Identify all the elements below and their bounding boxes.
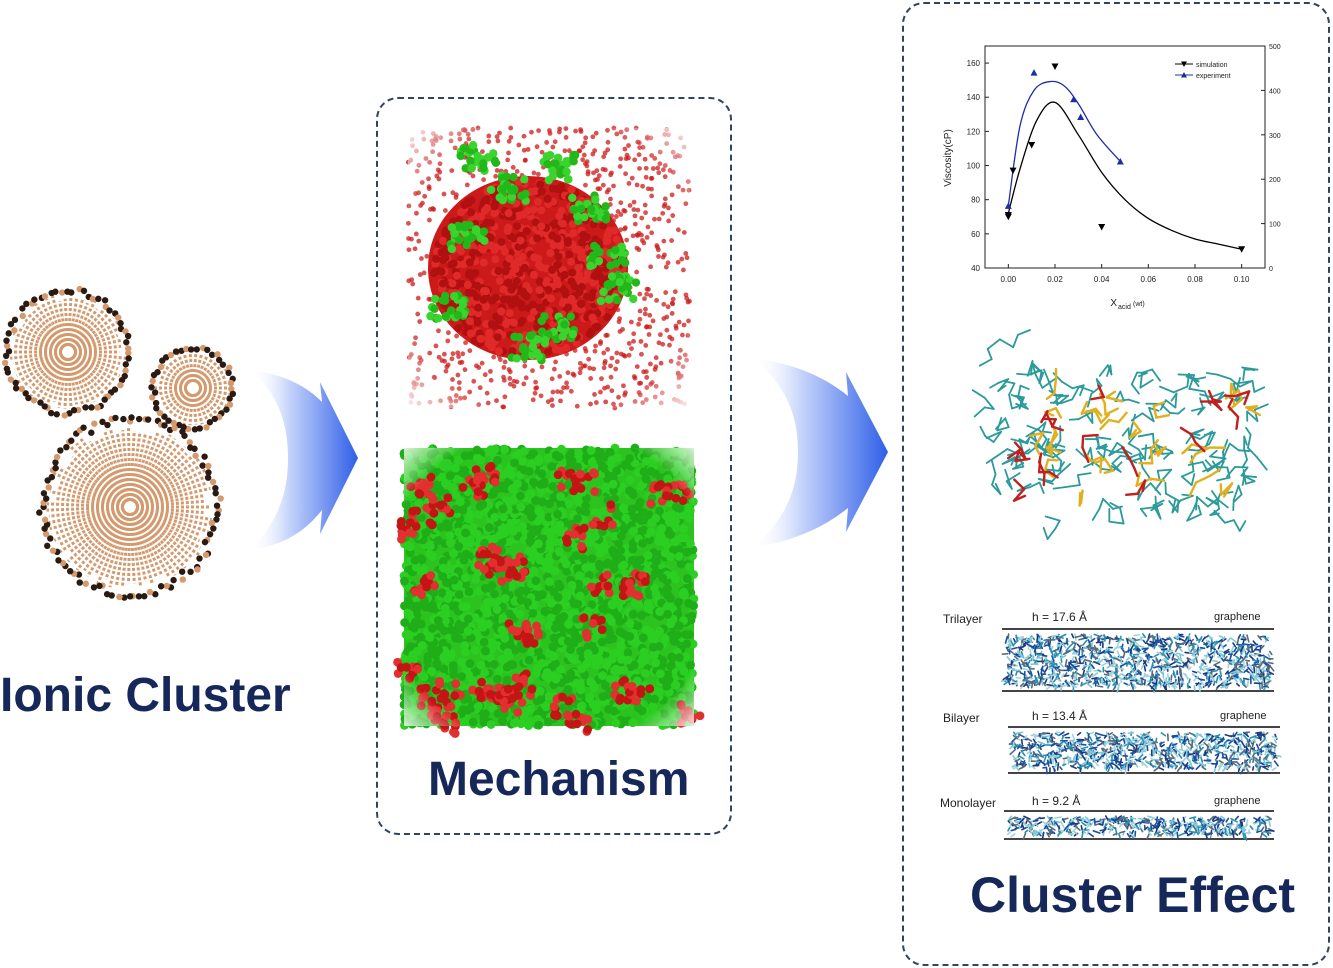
data-point-experiment bbox=[1030, 69, 1038, 76]
layer-height-label: h = 17.6 Å bbox=[1032, 610, 1088, 624]
molecular-structure-image bbox=[971, 329, 1269, 540]
x-tick-label: 0.02 bbox=[1047, 275, 1063, 284]
y-axis-label: Viscosity(cP) bbox=[943, 129, 954, 187]
series-line-simulation bbox=[1007, 101, 1242, 250]
y-tick-label-left: 120 bbox=[967, 127, 981, 136]
ionic-cluster-label: Ionic Cluster bbox=[0, 669, 291, 722]
confined-layer-image bbox=[1000, 628, 1275, 694]
y-tick-label-left: 100 bbox=[967, 162, 981, 171]
y-tick-label-right: 500 bbox=[1269, 44, 1281, 51]
confined-layer-image bbox=[1004, 810, 1275, 841]
mechanism-label: Mechanism bbox=[428, 753, 690, 806]
legend-label: simulation bbox=[1196, 62, 1228, 69]
confined-layer-image bbox=[1008, 726, 1282, 775]
y-tick-label-right: 400 bbox=[1269, 88, 1281, 95]
x-tick-label: 0.04 bbox=[1094, 275, 1110, 284]
x-axis-label: X acid (wt) bbox=[1110, 298, 1144, 311]
layer-name-label: Bilayer bbox=[943, 711, 980, 725]
data-point-experiment bbox=[1004, 202, 1012, 209]
x-tick-label: 0.00 bbox=[1001, 275, 1017, 284]
layer-height-label: h = 9.2 Å bbox=[1032, 794, 1081, 808]
graphene-label: graphene bbox=[1214, 795, 1261, 807]
data-point-simulation bbox=[1028, 142, 1036, 149]
simulation-snapshot-bottom bbox=[393, 443, 705, 738]
data-point-experiment bbox=[1077, 113, 1085, 121]
plot-frame bbox=[984, 45, 1266, 269]
x-axis-label-unit: (wt) bbox=[1133, 301, 1145, 308]
viscosity-chart: Viscosity(cP) X acid (wt) 0.00 0.02 0.04 0.… bbox=[943, 44, 1281, 311]
legend-label: experiment bbox=[1196, 73, 1231, 80]
ionic-cluster-illustration bbox=[1, 285, 237, 601]
data-point-simulation bbox=[1051, 63, 1059, 70]
x-tick-label: 0.06 bbox=[1141, 275, 1157, 284]
y-tick-label-left: 40 bbox=[971, 264, 980, 273]
y-tick-label-left: 60 bbox=[971, 230, 980, 239]
graphene-label: graphene bbox=[1214, 611, 1261, 623]
graphene-label: graphene bbox=[1220, 710, 1267, 722]
y-tick-label-left: 80 bbox=[971, 196, 980, 205]
simulation-snapshot-top bbox=[405, 125, 692, 411]
y-tick-label-right: 200 bbox=[1269, 177, 1281, 184]
x-tick-label: 0.08 bbox=[1187, 275, 1203, 284]
layer-height-label: h = 13.4 Å bbox=[1032, 709, 1088, 723]
layer-name-label: Trilayer bbox=[943, 612, 983, 626]
layer-name-label: Monolayer bbox=[940, 796, 997, 810]
y-tick-label-right: 300 bbox=[1269, 133, 1281, 140]
x-axis-label-sub: acid bbox=[1118, 304, 1131, 311]
data-point-experiment bbox=[1070, 95, 1078, 103]
x-axis-label-main: X bbox=[1110, 298, 1117, 309]
arrow-right-icon bbox=[250, 370, 358, 550]
cluster-effect-label: Cluster Effect bbox=[970, 867, 1296, 923]
y-tick-label-right: 100 bbox=[1269, 222, 1281, 229]
y-tick-label-right: 0 bbox=[1269, 266, 1273, 273]
data-point-experiment bbox=[1116, 157, 1124, 165]
series-line-experiment bbox=[1007, 80, 1121, 206]
x-tick-label: 0.10 bbox=[1234, 275, 1250, 284]
data-point-simulation bbox=[1098, 224, 1106, 231]
data-point-simulation bbox=[1238, 246, 1246, 253]
y-tick-label-left: 160 bbox=[967, 59, 981, 68]
data-point-simulation bbox=[1004, 213, 1012, 221]
cluster-effect-panel bbox=[902, 2, 1330, 966]
data-point-simulation bbox=[1009, 167, 1017, 175]
arrow-right-icon bbox=[752, 358, 888, 548]
mechanism-panel bbox=[376, 97, 732, 835]
legend-marker bbox=[1181, 61, 1187, 67]
y-tick-label-left: 140 bbox=[967, 93, 981, 102]
legend-marker bbox=[1181, 72, 1187, 78]
